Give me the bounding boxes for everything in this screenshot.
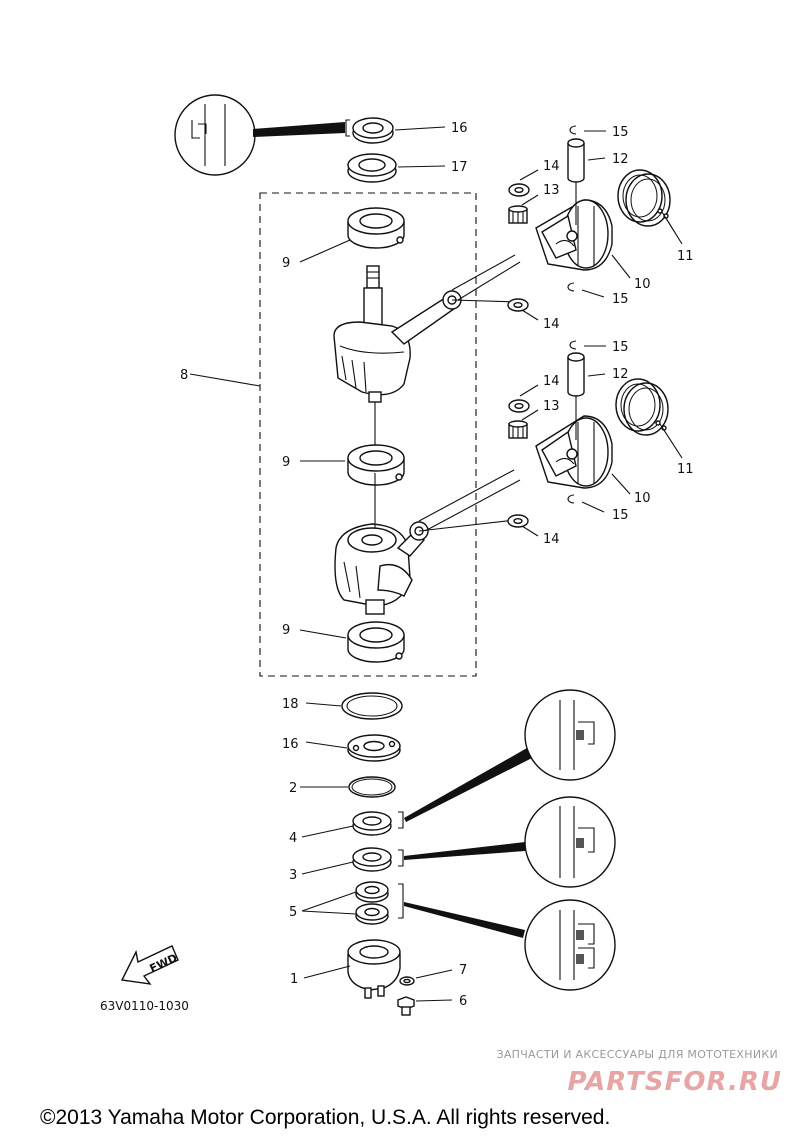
top-seal-detail-inset (174, 94, 350, 176)
leader-wedge-5 (404, 902, 525, 938)
oil-seal-4 (352, 811, 392, 836)
callout-18: 18 (282, 697, 299, 712)
seal-detail-inset-4 (524, 689, 616, 781)
crankshaft-upper-throw (333, 265, 411, 445)
callout-14-upper-b: 14 (543, 317, 560, 332)
washer-7 (399, 976, 415, 986)
o-ring-2 (348, 776, 396, 798)
bolt-6 (397, 996, 415, 1016)
washer-14-upper-a (508, 183, 530, 197)
piston-lower (535, 415, 613, 489)
callout-5: 5 (289, 905, 297, 920)
callout-12-upper: 12 (612, 152, 629, 167)
callout-7: 7 (459, 963, 467, 978)
callout-16-lower: 16 (282, 737, 299, 752)
piston-pin-12-upper (567, 138, 585, 183)
oil-seal-5-pair (355, 881, 389, 925)
callout-14-lower-b: 14 (543, 532, 560, 547)
crankshaft-lower-throw (334, 473, 413, 615)
oil-seal-16-top (352, 117, 394, 144)
needle-bearing-13-upper (508, 205, 528, 224)
bearing-9-middle (347, 444, 405, 486)
washer-14-lower-b (507, 514, 529, 528)
callout-11-upper: 11 (677, 249, 694, 264)
callout-9-middle: 9 (282, 455, 290, 470)
callout-15-lower-a: 15 (612, 340, 629, 355)
leader-wedge-3 (404, 842, 525, 860)
diagram-code: 63V0110-1030 (100, 999, 189, 1013)
callout-15-upper-b: 15 (612, 292, 629, 307)
crankshaft-assembly-box (259, 192, 477, 677)
callout-15-upper-a: 15 (612, 125, 629, 140)
callout-17: 17 (451, 160, 468, 175)
fwd-direction-arrow-icon: FWD (120, 945, 179, 985)
oil-seal-3 (352, 847, 392, 872)
needle-bearing-13-lower (508, 420, 528, 439)
callout-14-upper-a: 14 (543, 159, 560, 174)
seal-detail-inset-5 (524, 899, 616, 991)
bearing-9-upper (347, 207, 405, 249)
connecting-rod-upper (390, 290, 462, 345)
piston-pin-12-lower (567, 352, 585, 397)
copyright-notice: ©2013 Yamaha Motor Corporation, U.S.A. A… (40, 1106, 610, 1129)
callout-13-lower: 13 (543, 399, 560, 414)
piston-lower-rings (615, 378, 669, 436)
callout-11-lower: 11 (677, 462, 694, 477)
piston-upper-rings (617, 169, 671, 227)
callout-12-lower: 12 (612, 367, 629, 382)
circlip-15-lower-b (567, 494, 575, 504)
o-ring-18 (341, 692, 403, 720)
callout-10-lower: 10 (634, 491, 651, 506)
lower-bearing-housing-1 (347, 939, 401, 999)
circlip-15-lower-a (569, 340, 577, 350)
watermark-tagline: ЗАПЧАСТИ И АКСЕССУАРЫ ДЛЯ МОТОТЕХНИКИ (496, 1048, 778, 1061)
callout-16-top: 16 (451, 121, 468, 136)
callout-4: 4 (289, 831, 297, 846)
circlip-15-upper-b (567, 282, 575, 292)
callout-3: 3 (289, 868, 297, 883)
circlip-15-upper-a (569, 125, 577, 135)
callout-2: 2 (289, 781, 297, 796)
callout-1: 1 (290, 972, 298, 987)
leader-wedge-4 (404, 748, 532, 822)
callout-15-lower-b: 15 (612, 508, 629, 523)
piston-upper (535, 199, 613, 271)
callout-9-upper: 9 (282, 256, 290, 271)
callout-14-lower-a: 14 (543, 374, 560, 389)
callout-8: 8 (180, 368, 188, 383)
washer-14-upper-b (507, 298, 529, 312)
callout-10-upper: 10 (634, 277, 651, 292)
callout-13-upper: 13 (543, 183, 560, 198)
callout-9-lower: 9 (282, 623, 290, 638)
seal-detail-inset-3 (524, 796, 616, 888)
watermark-logo: PARTSFOR.RU (568, 1067, 782, 1097)
oil-seal-16-lower (347, 734, 401, 762)
bearing-housing-17 (347, 153, 397, 183)
bearing-9-lower (347, 621, 405, 663)
callout-6: 6 (459, 994, 467, 1009)
washer-14-lower-a (508, 399, 530, 413)
